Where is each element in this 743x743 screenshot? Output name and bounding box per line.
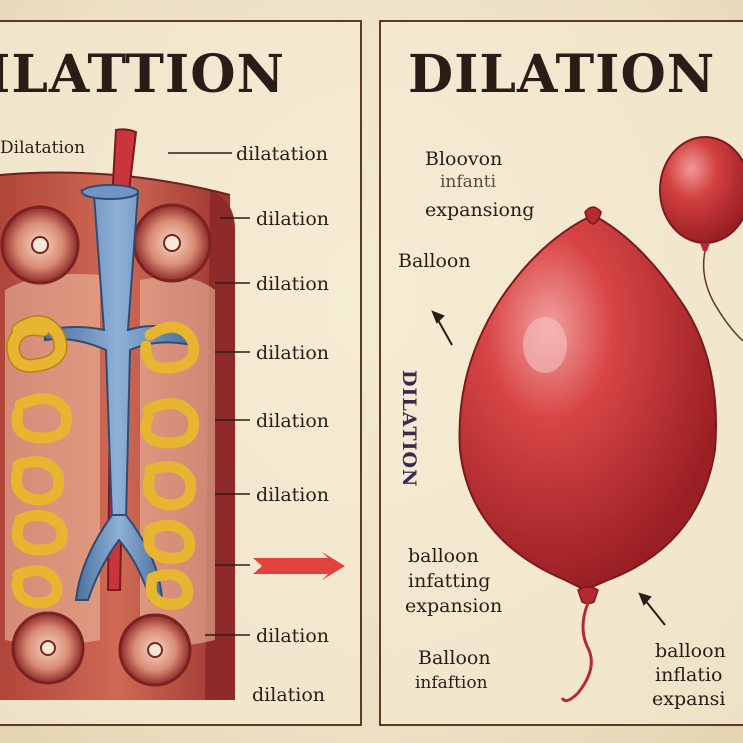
- label-inflatio-br: inflatio: [655, 664, 722, 686]
- label-bloovon: Bloovon: [425, 148, 502, 170]
- dilation-arrow: [253, 552, 345, 580]
- large-balloon: [460, 207, 717, 701]
- label-dilation-1: dilation: [256, 208, 329, 230]
- label-expansiong: expansiong: [425, 199, 534, 221]
- label-infanti: infanti: [440, 172, 496, 192]
- label-dilation-5: dilation: [256, 484, 329, 506]
- label-balloon-bottom: Balloon: [418, 647, 491, 669]
- left-title: ILATTION: [0, 44, 285, 105]
- right-title: DILATION: [408, 44, 715, 105]
- label-dilation-3: dilation: [256, 342, 329, 364]
- label-expansi-br: expansi: [652, 688, 726, 710]
- label-dilation-2: dilation: [256, 273, 329, 295]
- vertical-dilation-label: DILATION: [396, 370, 426, 510]
- label-balloon-mid: balloon: [408, 545, 479, 567]
- label-dilation-7: dilation: [252, 684, 325, 706]
- label-dilatation-top: Dilatation: [0, 138, 85, 158]
- label-balloon: Balloon: [398, 250, 471, 272]
- label-infaftion: infaftion: [415, 673, 488, 693]
- label-dilation-6: dilation: [256, 625, 329, 647]
- label-dilatation-right: dilatation: [236, 143, 328, 165]
- label-balloon-br: balloon: [655, 640, 726, 662]
- label-infatting: infatting: [408, 570, 490, 592]
- label-expansion-mid: expansion: [405, 595, 502, 617]
- label-dilation-4: dilation: [256, 410, 329, 432]
